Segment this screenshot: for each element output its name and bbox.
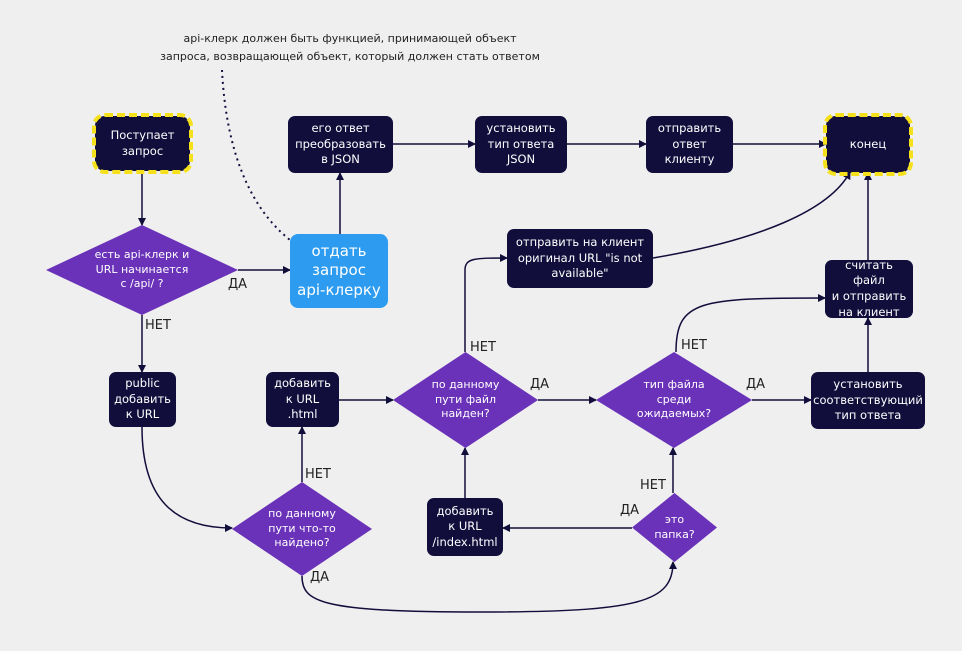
public-url-node: public добавить к URL: [109, 372, 176, 427]
label-yes-something-found: ДА: [310, 570, 330, 585]
add-html-node: добавить к URL .html: [266, 372, 339, 427]
start-node: Поступает запрос: [92, 113, 193, 174]
edge-filetype-readsend: [675, 294, 826, 353]
note-connector: [221, 69, 291, 241]
label-yes-api: ДА: [228, 277, 248, 292]
label-no-file-type: НЕТ: [681, 338, 707, 353]
send-not-available-node: отправить на клиент оригинал URL "is not…: [507, 229, 653, 288]
edge-filefound-notavailable: [464, 254, 508, 352]
label-no-is-folder: НЕТ: [640, 478, 666, 493]
send-to-client-node: отправить ответ клиенту: [646, 116, 733, 173]
label-no-api: НЕТ: [145, 318, 171, 333]
edge-public-somethingfound: [141, 426, 233, 532]
add-index-node: добавить к URL /index.html: [427, 498, 503, 556]
set-json-type-node: установить тип ответа JSON: [475, 116, 567, 173]
read-send-file-node: считать файл и отправить на клиент: [825, 258, 913, 319]
api-clerk-note: api-клерк должен быть функцией, принимаю…: [160, 32, 540, 63]
label-yes-file-found: ДА: [530, 377, 550, 392]
send-to-api-clerk-node: отдать запрос api-клерку: [290, 234, 388, 308]
end-node: конец: [823, 113, 913, 176]
edge-notavailable-end: [652, 171, 851, 259]
edge-somethingfound-isfolder: [301, 561, 677, 613]
set-type-node: установить соответствующий тип ответа: [811, 372, 925, 429]
label-yes-is-folder: ДА: [620, 503, 640, 518]
label-no-file-found: НЕТ: [470, 340, 496, 355]
to-json-node: его ответ преобразовать в JSON: [288, 116, 393, 173]
label-no-something-found: НЕТ: [305, 467, 331, 482]
label-yes-file-type: ДА: [746, 377, 766, 392]
